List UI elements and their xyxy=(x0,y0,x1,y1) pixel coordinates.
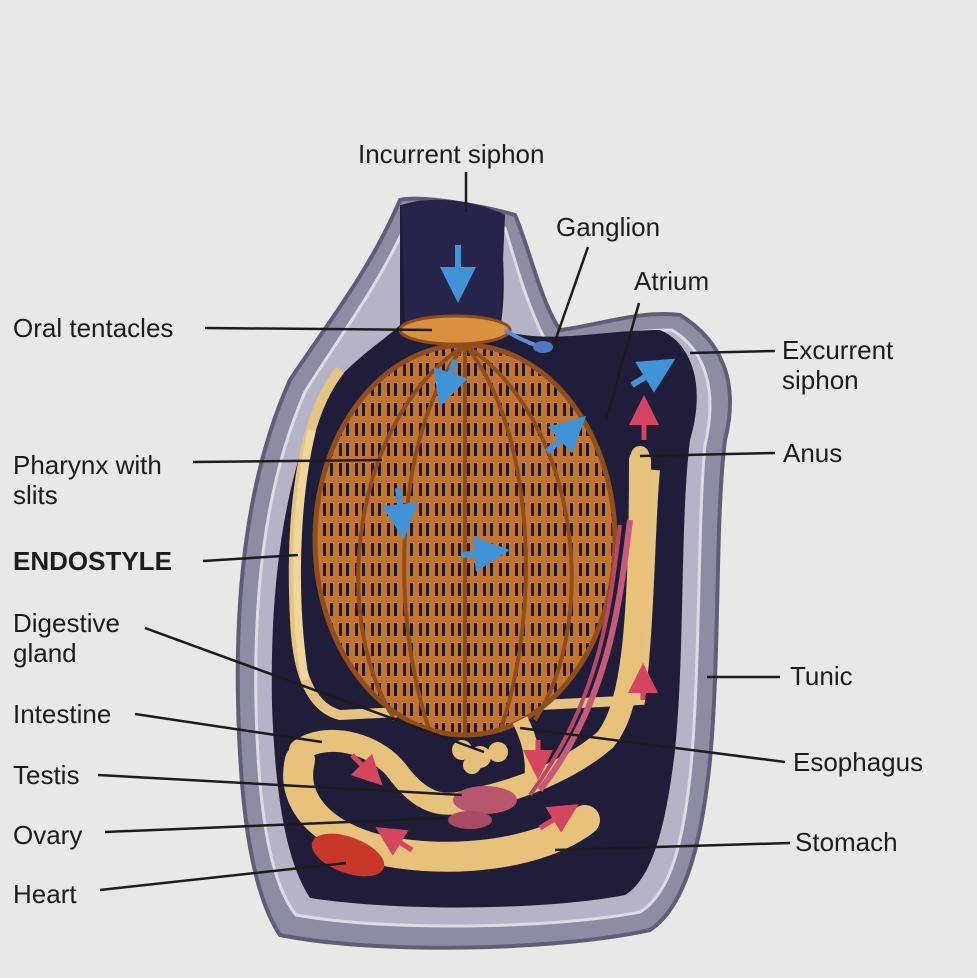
ovary-organ xyxy=(448,811,492,829)
label-esophagus: Esophagus xyxy=(793,747,924,777)
label-excurrent-siphon: Excurrent siphon xyxy=(782,335,894,395)
label-endostyle: ENDOSTYLE xyxy=(13,546,172,576)
label-anus: Anus xyxy=(783,438,843,468)
ganglion-node xyxy=(533,341,553,353)
label-atrium: Atrium xyxy=(634,266,710,296)
label-testis: Testis xyxy=(13,760,80,790)
label-pharynx: Pharynx with slits xyxy=(13,450,162,510)
label-oral-tentacles: Oral tentacles xyxy=(13,313,174,343)
label-incurrent-siphon: Incurrent siphon xyxy=(358,139,545,169)
label-intestine: Intestine xyxy=(13,699,112,729)
label-ovary: Ovary xyxy=(13,820,83,850)
incurrent-siphon-tube xyxy=(402,199,505,330)
label-stomach: Stomach xyxy=(795,827,898,857)
digestive-gland xyxy=(452,740,508,774)
endostyle xyxy=(292,429,316,681)
label-tunic: Tunic xyxy=(790,661,853,691)
gonoduct-2 xyxy=(528,524,622,797)
water-flow-arrows xyxy=(382,245,676,572)
waste-flow-arrows xyxy=(350,395,659,856)
testis-organ xyxy=(453,786,517,814)
leader-lines xyxy=(97,172,791,892)
label-ganglion: Ganglion xyxy=(556,212,661,242)
label-heart: Heart xyxy=(13,879,77,909)
label-digestive-gland: Digestive gland xyxy=(13,608,120,668)
gonoduct xyxy=(537,519,633,792)
